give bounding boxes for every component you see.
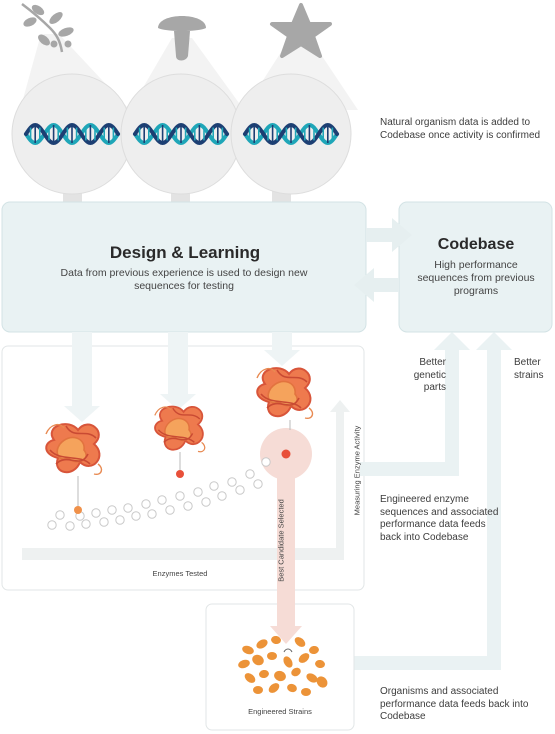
- activity-dot: [107, 505, 117, 515]
- activity-dot: [235, 485, 245, 495]
- better-strains-label: Better strains: [514, 357, 544, 381]
- activity-dot: [261, 457, 271, 467]
- enzymes-tested-label: Enzymes Tested: [152, 569, 208, 578]
- codebase-box: [398, 201, 553, 333]
- strain-cluster: [238, 635, 328, 696]
- strain-cell: [259, 669, 269, 679]
- activity-dot: [141, 499, 151, 509]
- starfish-icon: [270, 3, 332, 58]
- strain-cell: [242, 645, 254, 655]
- codebase-subtitle: High performance sequences from previous…: [417, 259, 535, 297]
- protein-structure-1: [45, 423, 103, 514]
- activity-dot: [193, 487, 203, 497]
- strain-cell: [238, 659, 250, 669]
- selected-strain-marker: [283, 648, 293, 653]
- activity-dot: [183, 501, 193, 511]
- plant-icon: [21, 3, 74, 53]
- strain-cell: [268, 683, 280, 693]
- measuring-enzyme-activity-label: Measuring Enzyme Activity: [352, 425, 362, 516]
- strain-cell: [274, 670, 286, 682]
- activity-dot: [157, 495, 167, 505]
- strain-cell: [244, 673, 256, 683]
- strain-cell: [287, 683, 297, 693]
- activity-dot: [175, 491, 185, 501]
- engineered-strains-label: Engineered Strains: [248, 707, 312, 716]
- best-candidate-column: [277, 456, 295, 626]
- strain-cell: [294, 637, 306, 647]
- protein-structure-2: [153, 405, 206, 478]
- strain-cell: [291, 667, 301, 677]
- strain-cell: [306, 673, 318, 683]
- arrow-to-design: [354, 268, 399, 302]
- feedback-path-genetic-parts: [360, 332, 470, 476]
- activity-dot: [115, 515, 125, 525]
- feedback-path-strains: [350, 332, 512, 670]
- activity-dot: [217, 491, 227, 501]
- organisms-note: Organisms and associated performance dat…: [380, 686, 529, 722]
- natural-organism-note: Natural organism data is added to Codeba…: [380, 117, 541, 141]
- activity-dot: [245, 469, 255, 479]
- strain-cell: [267, 652, 277, 660]
- activity-dot: [55, 510, 65, 520]
- activity-dot: [253, 479, 263, 489]
- strain-cell: [271, 635, 281, 645]
- mushroom-icon: [158, 16, 206, 61]
- dna-icon: [24, 122, 339, 146]
- strain-cell: [316, 676, 328, 688]
- strain-cell: [298, 653, 310, 663]
- design-learning-title: Design & Learning: [109, 243, 261, 262]
- activity-dot: [81, 519, 91, 529]
- engineered-enzymes-note: Engineered enzyme sequences and associat…: [380, 494, 499, 543]
- better-genetic-parts-label: Better genetic parts: [413, 357, 446, 393]
- activity-dot: [147, 509, 157, 519]
- codebase-title: Codebase: [437, 236, 515, 253]
- activity-dots: [47, 457, 271, 531]
- activity-dot: [201, 497, 211, 507]
- strain-cell: [253, 686, 263, 694]
- design-learning-subtitle: Data from previous experience is used to…: [60, 267, 308, 292]
- activity-dot: [91, 508, 101, 518]
- activity-dot: [131, 511, 141, 521]
- selected-dot: [281, 449, 291, 459]
- strain-cell: [315, 659, 325, 669]
- activity-dot: [99, 517, 109, 527]
- activity-dot: [165, 505, 175, 515]
- best-candidate-label: Best Candidate Selected: [276, 499, 286, 582]
- protein-structure-3: [256, 367, 314, 430]
- activity-dot: [47, 520, 57, 530]
- arrow-to-codebase: [366, 218, 412, 252]
- strain-cell: [283, 656, 293, 668]
- strain-cell: [301, 688, 311, 696]
- activity-dot: [123, 503, 133, 513]
- strain-cell: [256, 639, 268, 649]
- strain-cell: [252, 654, 264, 666]
- activity-dot: [227, 477, 237, 487]
- activity-dot: [209, 481, 219, 491]
- activity-dot: [65, 521, 75, 531]
- strain-cell: [309, 645, 319, 655]
